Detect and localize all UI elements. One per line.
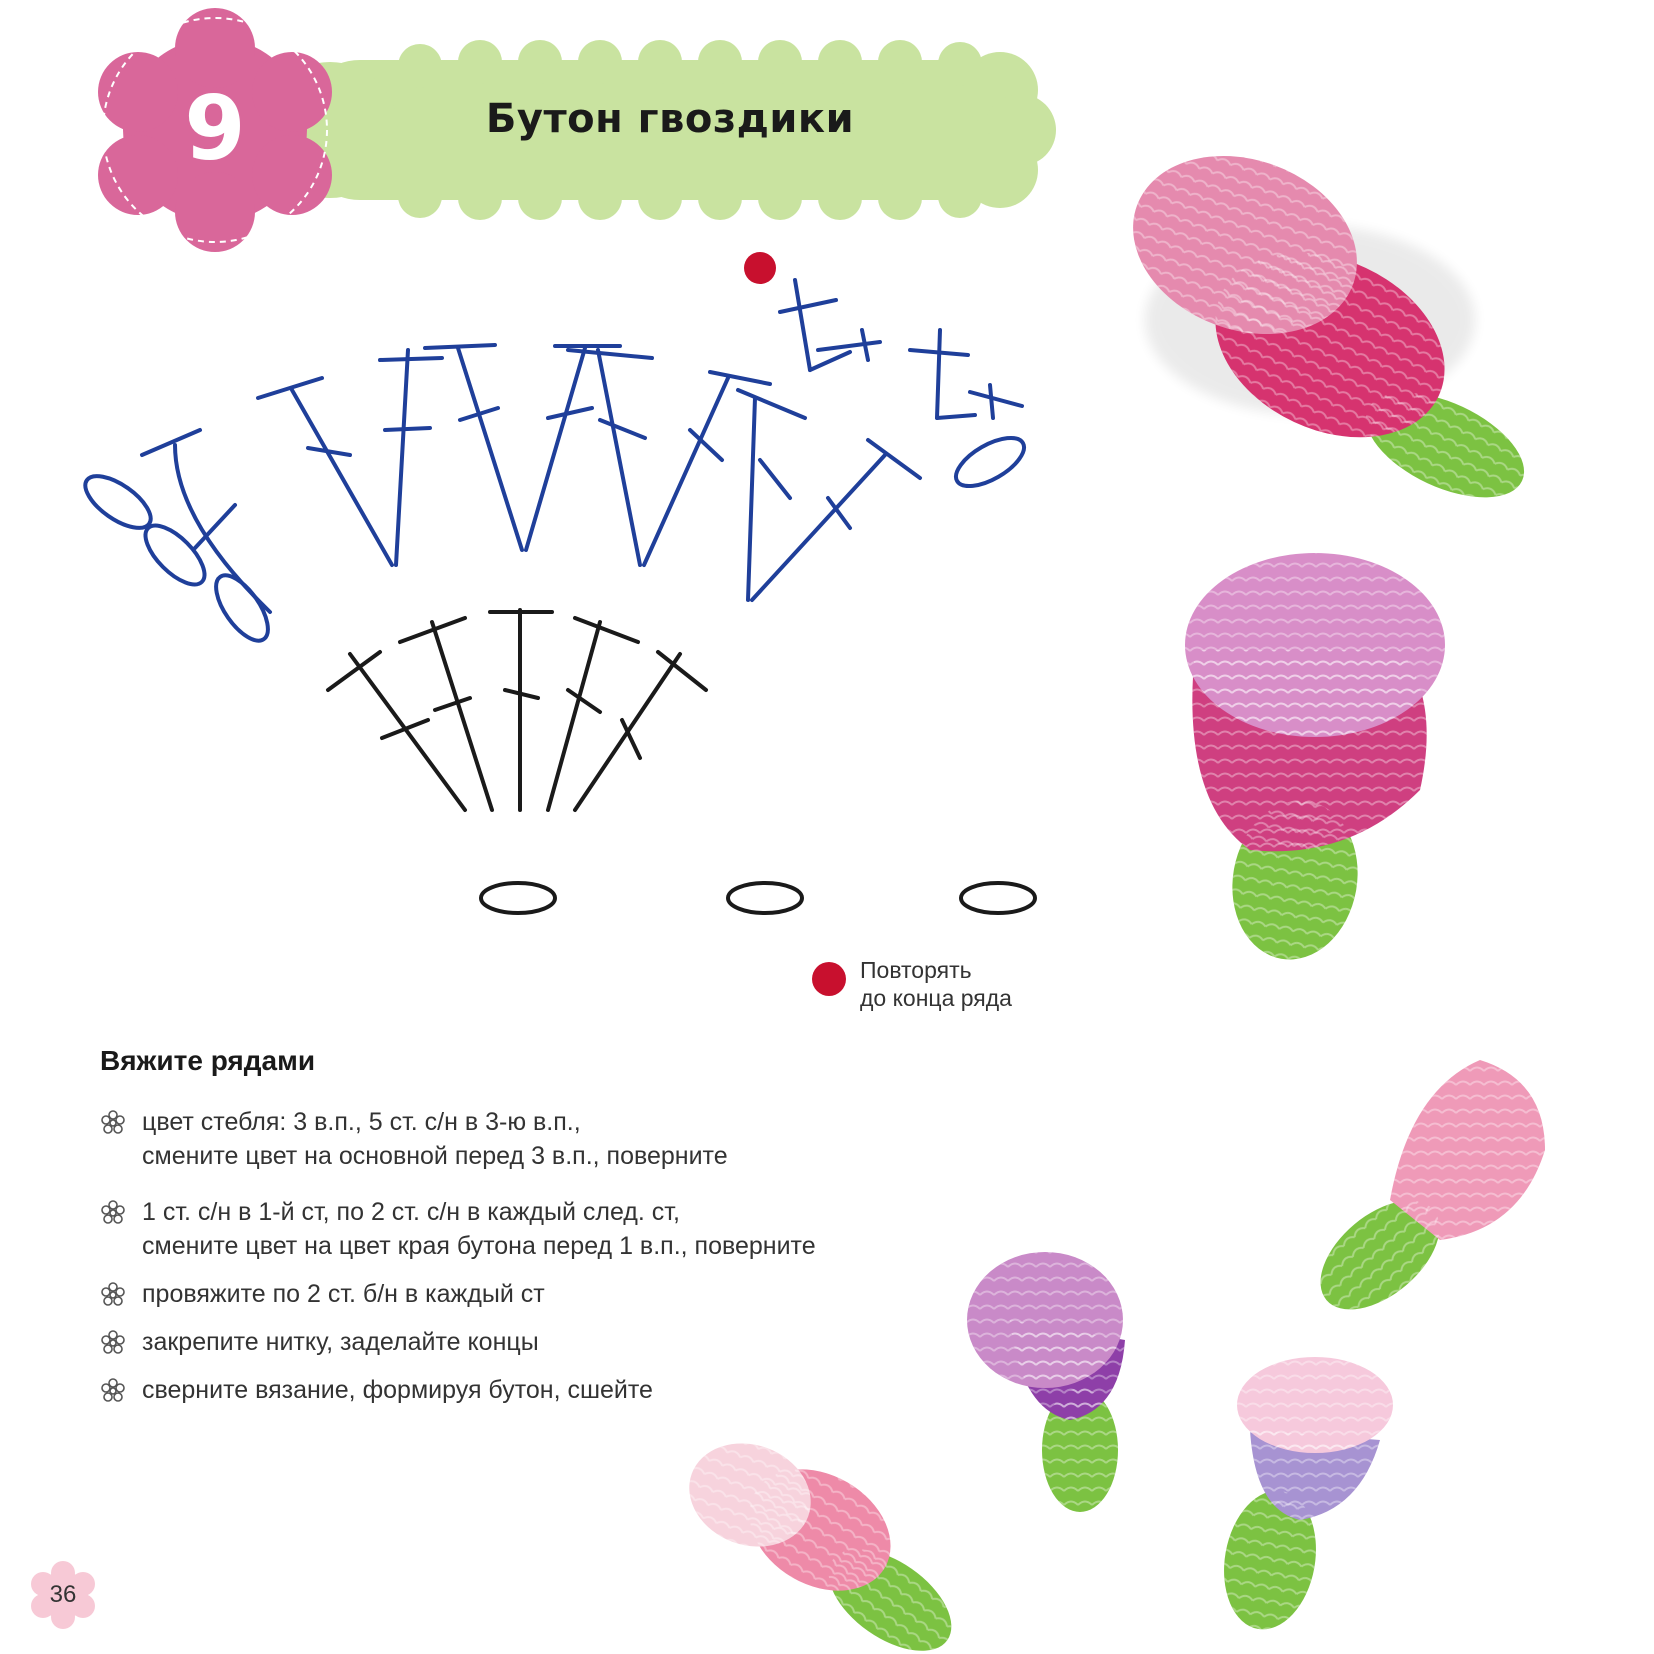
- instruction-line: смените цвет на основной перед 3 в.п., п…: [142, 1142, 728, 1170]
- instructions-title: Вяжите рядами: [100, 1045, 316, 1076]
- step-number: 9: [184, 76, 246, 180]
- flower-bullet-icon: [101, 1330, 125, 1354]
- instruction-line: сверните вязание, формируя бутон, сшейте: [142, 1376, 653, 1404]
- instruction-line: цвет стебля: 3 в.п., 5 ст. с/н в 3-ю в.п…: [142, 1108, 581, 1136]
- flower-bullet-icon: [101, 1282, 125, 1306]
- repeat-marker: [744, 252, 776, 284]
- row2-blue-stitches: [83, 343, 922, 643]
- header-graphic: [98, 8, 1056, 252]
- page-flower-icon: [31, 1561, 95, 1629]
- instruction-line: провяжите по 2 ст. б/н в каждый ст: [142, 1280, 545, 1308]
- legend-line-2: до конца ряда: [860, 985, 1012, 1011]
- page-number-badge: 36: [28, 1560, 98, 1630]
- flower-bullet-icon: [101, 1110, 125, 1134]
- instruction-step: 1 ст. с/н в 1-й ст, по 2 ст. с/н в кажды…: [100, 1195, 960, 1263]
- legend-repeat-dot: [812, 962, 846, 996]
- instruction-step: провяжите по 2 ст. б/н в каждый ст: [100, 1277, 960, 1311]
- flower-bullet-icon: [101, 1200, 125, 1224]
- photo-bud-large-middle: [1185, 553, 1445, 960]
- base-chain-row: [479, 881, 1037, 915]
- photo-bud-light-pink: [689, 1443, 952, 1651]
- photo-bud-large-top: [1133, 155, 1525, 498]
- instruction-line: закрепите нитку, заделайте концы: [142, 1328, 539, 1356]
- badge-stitch-border: [102, 17, 328, 243]
- photo-bud-pink-right: [1320, 1060, 1545, 1310]
- photo-bud-purple: [967, 1252, 1125, 1512]
- instruction-step: закрепите нитку, заделайте концы: [100, 1325, 960, 1359]
- instruction-step: цвет стебля: 3 в.п., 5 ст. с/н в 3-ю в.п…: [100, 1105, 960, 1173]
- instructions-list: цвет стебля: 3 в.п., 5 ст. с/н в 3-ю в.п…: [100, 1105, 960, 1421]
- row3-sc-stitches: [778, 278, 1026, 489]
- row1-dc-fan: [326, 608, 708, 812]
- legend-line-1: Повторять: [860, 957, 972, 983]
- legend-text: Повторять до конца ряда: [860, 956, 1080, 1012]
- flower-bullet-icon: [101, 1378, 125, 1402]
- instruction-line: 1 ст. с/н в 1-й ст, по 2 ст. с/н в кажды…: [142, 1198, 680, 1226]
- page-number: 36: [49, 1581, 77, 1608]
- title-banner: [262, 40, 1056, 220]
- step-badge: [98, 8, 332, 252]
- photo-bud-lavender: [1224, 1357, 1393, 1630]
- instruction-line: смените цвет на цвет края бутона перед 1…: [142, 1232, 816, 1260]
- page-title: Бутон гвоздики: [485, 96, 855, 142]
- instruction-step: сверните вязание, формируя бутон, сшейте: [100, 1373, 960, 1407]
